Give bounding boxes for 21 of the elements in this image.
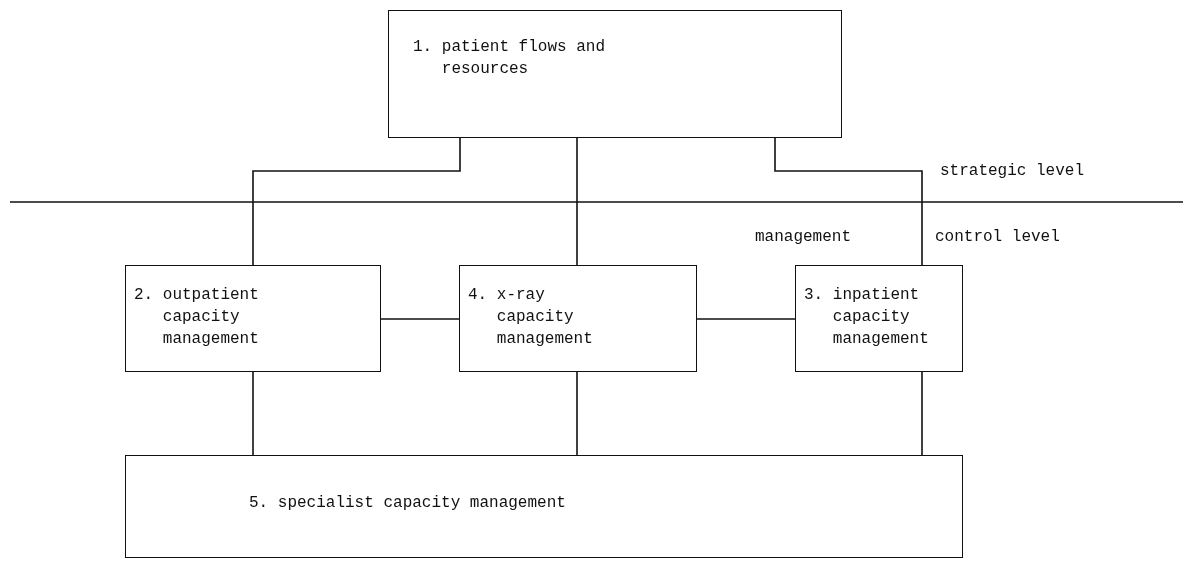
box-label: 4. x-ray capacity management [468,285,594,350]
process-box [388,10,842,138]
process-box [795,265,963,372]
connector-line [252,371,254,456]
box-label: 5. specialist capacity management [249,493,567,514]
level-label: strategic level [940,161,1085,181]
level-label: management [755,227,851,247]
process-box [125,265,381,372]
box-label: 2. outpatient capacity management [134,285,260,350]
connector-line [576,137,578,266]
connector-line [774,137,923,266]
connector-line [921,371,923,456]
connector-line [380,318,460,320]
connector-line [576,371,578,456]
level-label: control level [935,227,1060,247]
process-box [459,265,697,372]
process-box [125,455,963,558]
connector-line [252,137,461,266]
box-label: 3. inpatient capacity management [804,285,930,350]
box-label: 1. patient flows and resources [413,37,607,80]
connector-line [696,318,796,320]
